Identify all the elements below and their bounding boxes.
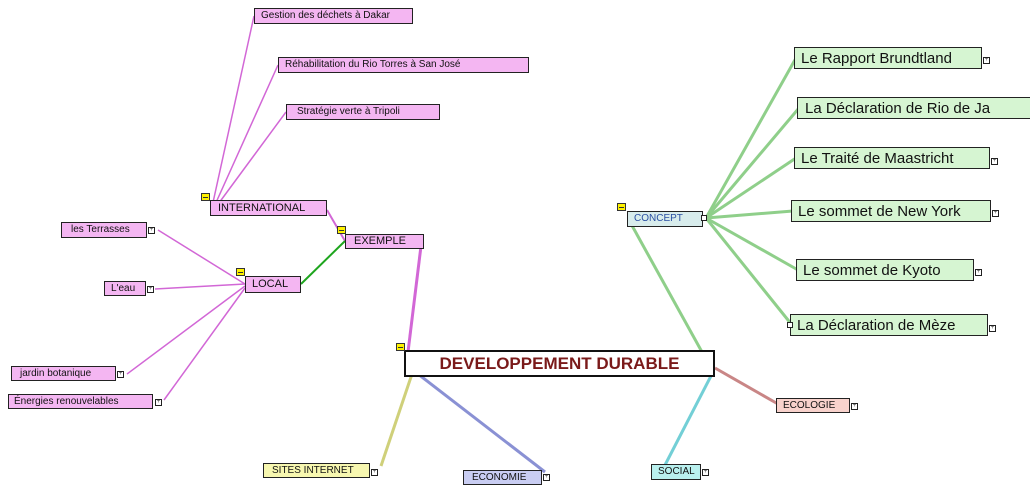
- node-social-label: SOCIAL: [658, 466, 695, 477]
- node-exemple[interactable]: EXEMPLE: [345, 234, 424, 249]
- node-connector: [701, 215, 707, 221]
- node-newyork[interactable]: Le sommet de New York: [791, 200, 991, 222]
- central-topic[interactable]: DEVELOPPEMENT DURABLE: [404, 350, 715, 377]
- central-topic-label: DEVELOPPEMENT DURABLE: [439, 353, 680, 373]
- collapse-icon[interactable]: [201, 193, 210, 201]
- node-dakar[interactable]: Gestion des déchets à Dakar: [254, 8, 413, 24]
- expand-icon[interactable]: +: [991, 158, 998, 165]
- link-center-sites: [379, 373, 414, 467]
- link-local-jardin: [126, 285, 246, 375]
- node-kyoto[interactable]: Le sommet de Kyoto: [796, 259, 974, 281]
- expand-icon[interactable]: +: [148, 227, 155, 234]
- node-local[interactable]: LOCAL: [245, 276, 301, 293]
- node-terrasses[interactable]: les Terrasses: [61, 222, 147, 238]
- link-local-terrasses: [157, 229, 246, 285]
- node-dakar-label: Gestion des déchets à Dakar: [261, 10, 390, 21]
- expand-icon[interactable]: +: [989, 325, 996, 332]
- node-sanjose[interactable]: Réhabilitation du Rio Torres à San José: [278, 57, 529, 73]
- link-center-concept: [628, 221, 704, 353]
- node-jardin-label: jardin botanique: [20, 367, 92, 379]
- node-international[interactable]: INTERNATIONAL: [210, 200, 327, 216]
- node-terrasses-label: les Terrasses: [71, 224, 130, 235]
- expand-icon[interactable]: +: [155, 399, 162, 406]
- node-eau[interactable]: L'eau: [104, 281, 146, 296]
- link-center-economie: [417, 372, 546, 474]
- link-local-eau: [154, 283, 246, 290]
- expand-icon[interactable]: +: [983, 57, 990, 64]
- node-sites-internet[interactable]: SITES INTERNET: [263, 463, 370, 478]
- link-exemple-local: [300, 240, 346, 285]
- node-eau-label: L'eau: [111, 282, 136, 294]
- link-center-exemple: [406, 245, 423, 353]
- node-economie-label: ECONOMIE: [472, 471, 527, 483]
- node-brundtland[interactable]: Le Rapport Brundtland: [794, 47, 982, 69]
- node-connector: [787, 322, 793, 328]
- link-center-ecologie: [714, 366, 779, 406]
- link-concept-kyoto: [705, 216, 799, 272]
- collapse-icon[interactable]: [396, 343, 405, 351]
- node-concept-label: CONCEPT: [634, 213, 683, 224]
- collapse-icon[interactable]: [236, 268, 245, 276]
- expand-icon[interactable]: +: [992, 210, 999, 217]
- link-exemple-international: [326, 209, 346, 242]
- node-ecologie-label: ECOLOGIE: [783, 399, 836, 411]
- link-concept-newyork: [705, 209, 794, 220]
- node-ecologie[interactable]: ECOLOGIE: [776, 398, 850, 413]
- link-concept-rio: [704, 107, 801, 219]
- node-energies-label: Énergies renouvelables: [14, 395, 119, 407]
- expand-icon[interactable]: +: [117, 371, 124, 378]
- node-rio-label: La Déclaration de Rio de Ja: [805, 99, 991, 117]
- node-international-label: INTERNATIONAL: [218, 201, 306, 214]
- node-social[interactable]: SOCIAL: [651, 464, 701, 480]
- node-maastricht-label: Le Traité de Maastricht: [801, 149, 954, 167]
- link-local-energies: [163, 287, 246, 401]
- node-exemple-label: EXEMPLE: [354, 235, 406, 247]
- node-brundtland-label: Le Rapport Brundtland: [801, 49, 952, 67]
- node-sanjose-label: Réhabilitation du Rio Torres à San José: [285, 59, 461, 70]
- expand-icon[interactable]: +: [543, 474, 550, 481]
- node-tripoli[interactable]: Stratégie verte à Tripoli: [286, 104, 440, 120]
- link-international-dakar: [211, 15, 255, 208]
- link-concept-meze: [704, 217, 794, 326]
- collapse-icon[interactable]: [617, 203, 626, 211]
- node-economie[interactable]: ECONOMIE: [463, 470, 542, 485]
- node-local-label: LOCAL: [252, 278, 289, 290]
- node-sites-internet-label: SITES INTERNET: [272, 464, 354, 476]
- node-meze-label: La Déclaration de Mèze: [797, 316, 956, 334]
- node-kyoto-label: Le sommet de Kyoto: [803, 261, 941, 279]
- link-center-social: [662, 373, 714, 468]
- expand-icon[interactable]: +: [147, 286, 154, 293]
- expand-icon[interactable]: +: [702, 469, 709, 476]
- node-tripoli-label: Stratégie verte à Tripoli: [297, 106, 400, 117]
- expand-icon[interactable]: +: [975, 269, 982, 276]
- node-meze[interactable]: La Déclaration de Mèze: [790, 314, 988, 336]
- expand-icon[interactable]: +: [851, 403, 858, 410]
- link-concept-maastricht: [705, 156, 797, 220]
- link-concept-brundtland: [704, 57, 798, 219]
- node-rio[interactable]: La Déclaration de Rio de Ja: [797, 97, 1030, 119]
- node-concept[interactable]: CONCEPT: [627, 211, 703, 227]
- node-energies[interactable]: Énergies renouvelables: [8, 394, 153, 409]
- node-newyork-label: Le sommet de New York: [798, 202, 961, 220]
- collapse-icon[interactable]: [337, 226, 346, 234]
- node-jardin[interactable]: jardin botanique: [11, 366, 116, 381]
- expand-icon[interactable]: +: [371, 469, 378, 476]
- node-maastricht[interactable]: Le Traité de Maastricht: [794, 147, 990, 169]
- link-international-tripoli: [215, 111, 287, 208]
- link-international-sanjose: [213, 64, 279, 208]
